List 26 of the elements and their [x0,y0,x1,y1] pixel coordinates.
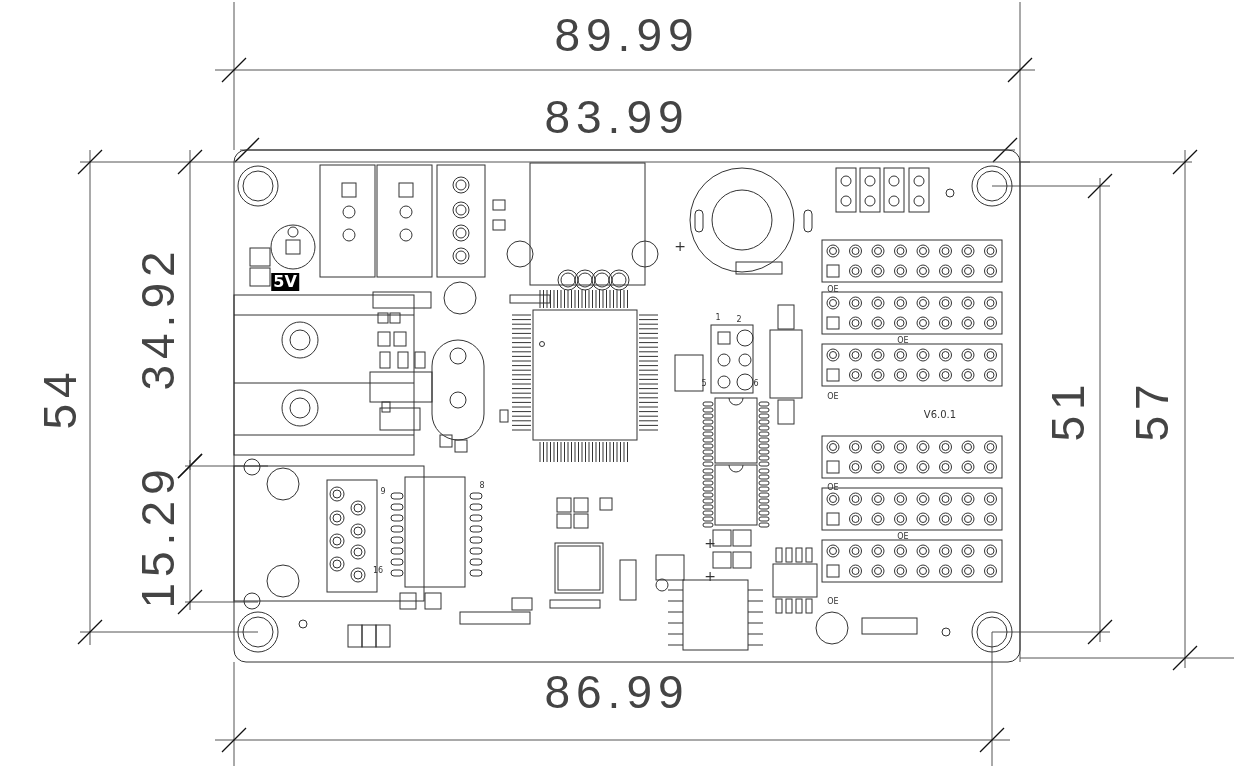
dimension-value: 83.99 [544,94,690,140]
dimension-value: 57 [1129,378,1175,442]
dimension-value: 89.99 [554,12,700,58]
dimension-value: 34.92 [135,245,181,391]
pin-label: 9 [380,488,386,496]
polarity-mark: + [704,536,716,550]
polarity-mark: + [704,569,716,583]
pin-label: 8 [479,482,485,490]
marking-label: 5V [271,273,299,291]
pin-label: OE [827,598,839,606]
dimension-value: 54 [37,366,83,430]
pin-label: 5 [701,380,707,388]
pin-label: OE [827,286,839,294]
pin-label: OE [827,484,839,492]
polarity-mark: + [674,239,686,253]
pin-label: OE [897,337,909,345]
pin-label: OE [897,533,909,541]
pin-label: 6 [753,380,759,388]
dimension-value: 86.99 [544,669,690,715]
pin-label: OE [827,393,839,401]
pin-label: 16 [372,567,384,575]
version-label: V6.0.1 [923,410,957,420]
pin-label: 2 [736,316,742,324]
pin-label: 1 [715,314,721,322]
dimension-value: 15.29 [135,463,181,609]
dimension-value: 51 [1045,378,1091,442]
